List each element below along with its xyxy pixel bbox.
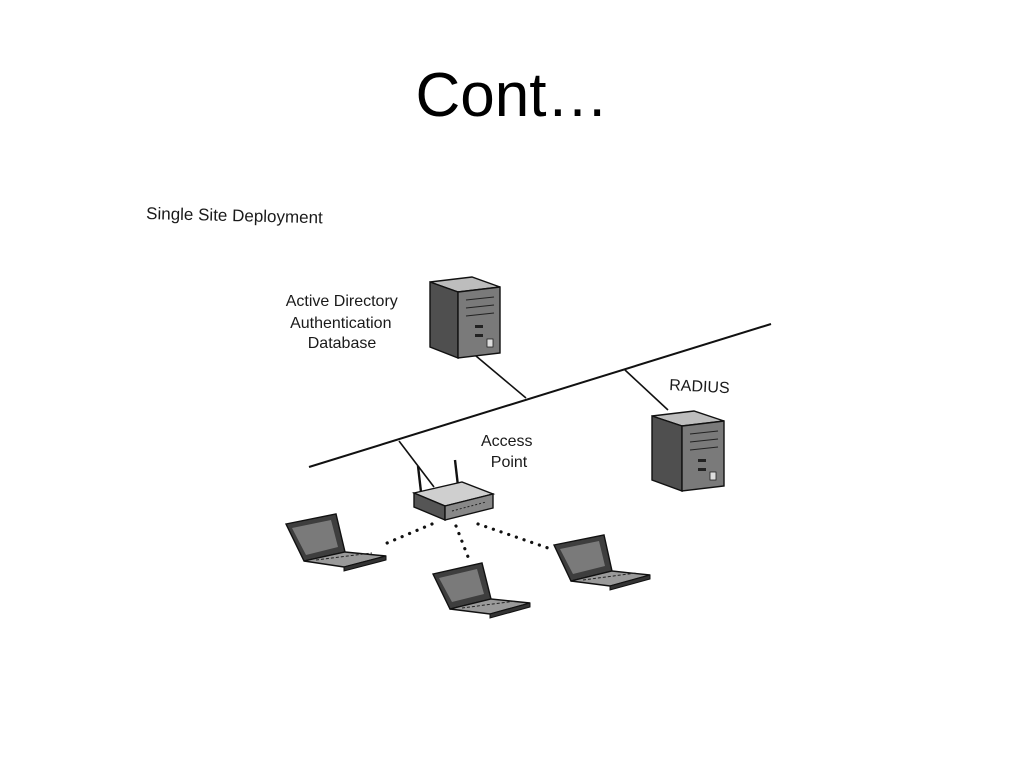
laptop-center-icon <box>431 562 531 619</box>
wireless-link-center <box>454 524 472 564</box>
ad-server-label: Active Directory Authentication Database <box>286 293 402 352</box>
access-point-label-line-2: Point <box>491 454 528 471</box>
ad-server-link <box>475 355 527 399</box>
network-backbone <box>308 323 772 468</box>
access-point-icon <box>411 459 496 522</box>
access-point-label: Access Point <box>481 433 537 471</box>
radius-server-link <box>624 369 669 411</box>
wireless-links <box>378 522 550 564</box>
ad-server-label-line-1: Active Directory <box>286 293 398 310</box>
laptop-left-icon <box>284 513 387 572</box>
access-point-link <box>398 440 435 488</box>
ad-server-label-line-3: Database <box>308 335 377 352</box>
ad-server-icon <box>429 276 501 360</box>
laptop-right-icon <box>552 534 651 591</box>
diagram-caption: Single Site Deployment <box>146 204 323 227</box>
ad-server-label-line-2: Authentication <box>290 315 391 332</box>
wireless-link-left <box>378 522 434 548</box>
slide-title: Cont… <box>415 61 609 130</box>
access-point-label-line-1: Access <box>481 433 533 450</box>
radius-server-label: RADIUS <box>669 377 730 397</box>
wireless-link-right <box>476 522 550 550</box>
radius-server-icon <box>651 410 725 493</box>
